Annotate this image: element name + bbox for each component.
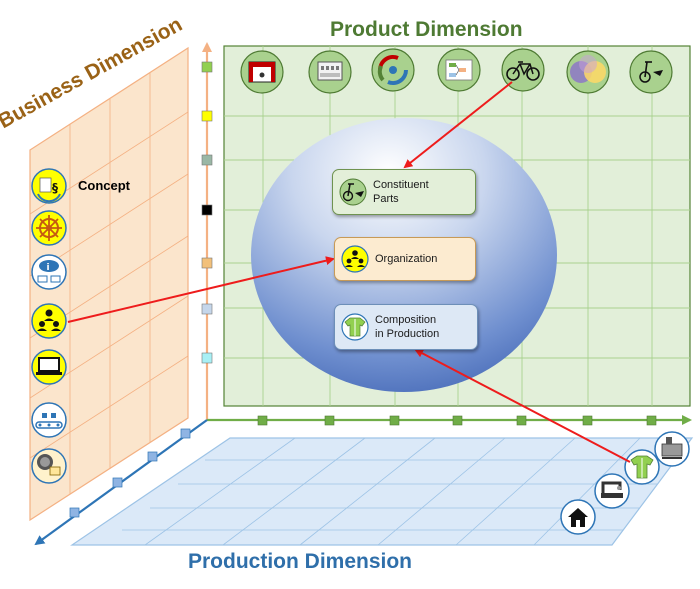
industrial-machine-icon (654, 431, 690, 467)
arrow-production-to-composition (414, 349, 631, 463)
bicycle-icon (501, 48, 545, 92)
document-cycle-icon: § (31, 168, 67, 204)
shirt-puzzle-icon (341, 313, 369, 341)
sewing-machine-icon (594, 473, 630, 509)
vertical-axis-markers (201, 61, 213, 364)
kickscooter-parts-icon (339, 178, 367, 206)
organization-label: Organization (375, 253, 438, 265)
constituent-parts-label: Constituent Parts (373, 179, 429, 205)
product-icon-row (240, 48, 673, 94)
arrow-product-to-constituent (403, 81, 513, 169)
arrow-business-to-organization (67, 256, 335, 323)
coin-hand-icon (31, 448, 67, 484)
kickscooter-parts-icon (629, 50, 673, 94)
theater-stage-icon (240, 50, 284, 94)
venn-diagram-icon (566, 50, 610, 94)
production-panel (70, 437, 694, 546)
business-icon-column: § i (31, 168, 67, 484)
diagonal-axis-markers (69, 428, 191, 518)
team-hierarchy-icon (31, 303, 67, 339)
svg-text:§: § (52, 181, 58, 195)
svg-text:i: i (47, 263, 50, 273)
production-icon-group (560, 431, 690, 535)
product-dimension-title: Product Dimension (330, 18, 523, 41)
concept-label: Concept (78, 178, 130, 193)
constituent-parts-box: Constituent Parts (332, 169, 476, 215)
composition-in-production-label: Composition in Production (375, 314, 440, 340)
house-icon (560, 499, 596, 535)
organization-box: Organization (334, 237, 476, 281)
connector-arrows (67, 81, 631, 463)
team-hierarchy-icon (341, 245, 369, 273)
ships-wheel-icon (31, 210, 67, 246)
network-switch-icon (308, 50, 352, 94)
laptop-icon (31, 349, 67, 385)
production-dimension-title: Production Dimension (188, 550, 413, 573)
circular-arrows-icon (371, 48, 415, 92)
composition-in-production-box: Composition in Production (334, 304, 478, 350)
cloud-info-icon: i (31, 254, 67, 290)
conveyor-belt-icon (31, 402, 67, 438)
horizontal-axis-markers (257, 415, 657, 426)
workflow-chart-icon (437, 48, 481, 92)
shirt-puzzle-icon (624, 449, 660, 485)
